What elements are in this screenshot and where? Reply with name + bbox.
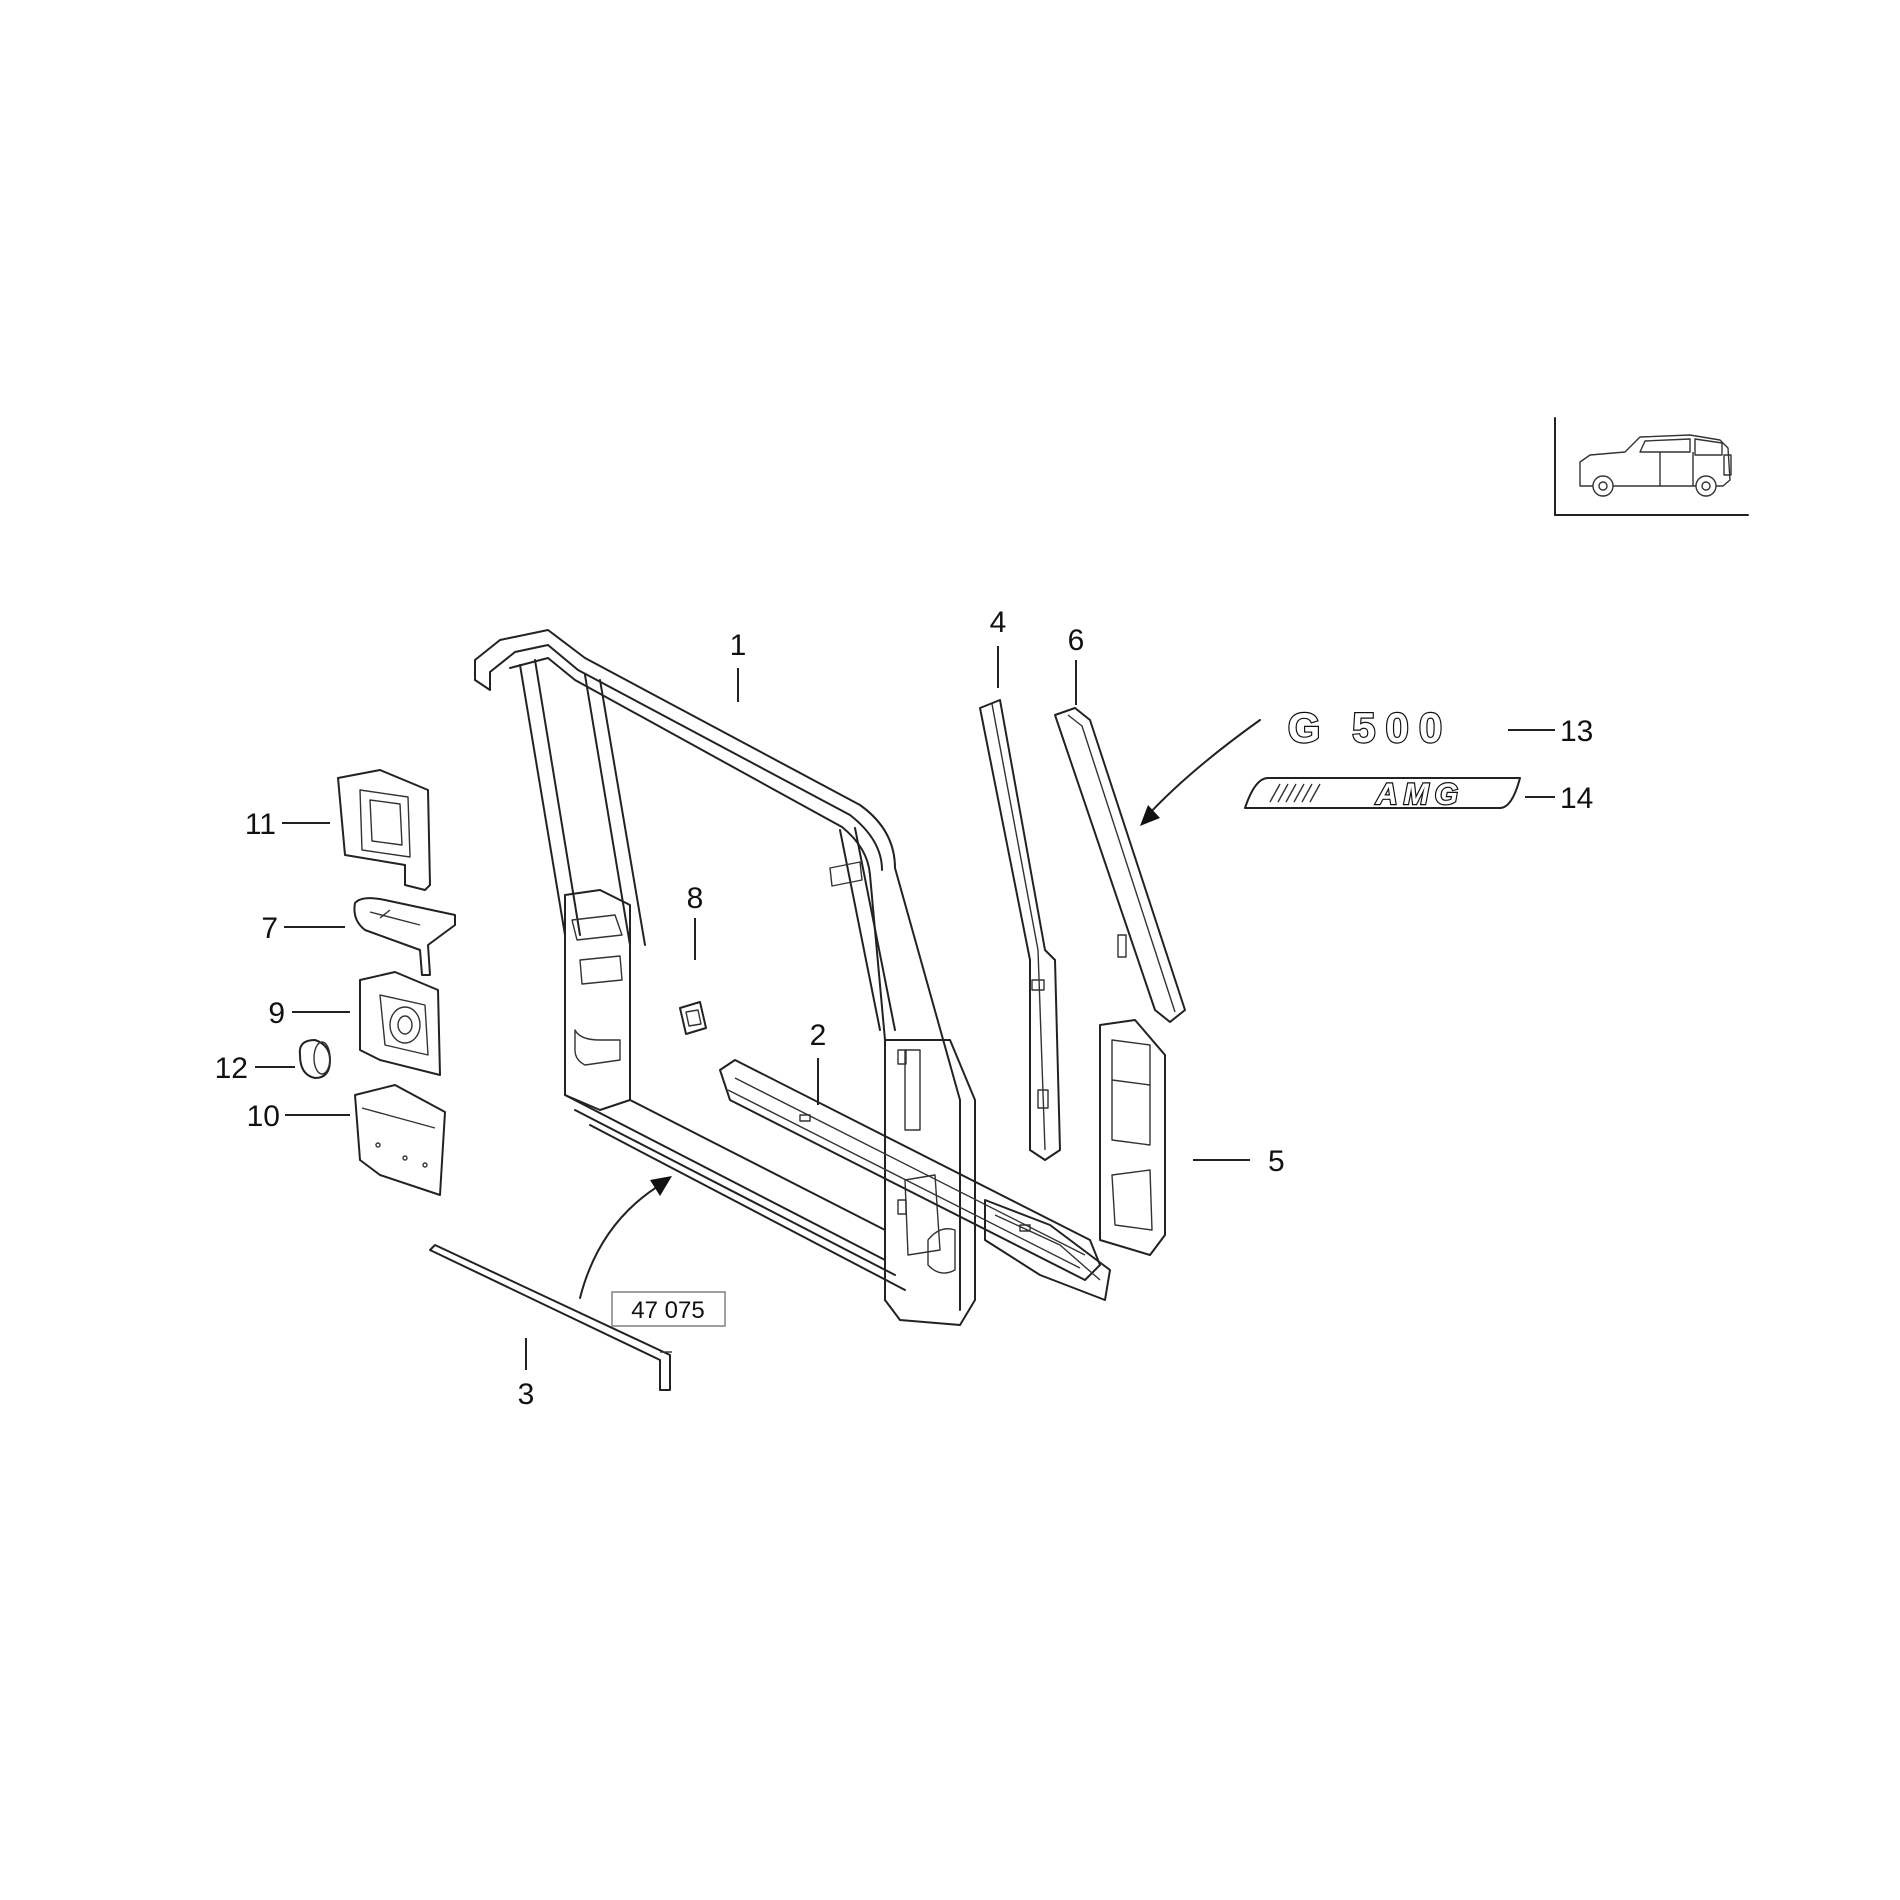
side-frame-part-1: [474, 629, 976, 1326]
callout-13: 13: [1560, 715, 1593, 748]
callout-14: 14: [1560, 782, 1593, 815]
reference-number: 47 075: [631, 1297, 704, 1324]
panel-part-10: [354, 1084, 446, 1196]
quarter-panel-part-5: [1099, 1019, 1166, 1256]
inner-sill-part-2: [719, 1059, 1101, 1281]
callout-10: 10: [247, 1100, 280, 1133]
callout-7: 7: [261, 912, 278, 945]
leader-lines: [255, 646, 1555, 1370]
callout-2: 2: [810, 1019, 827, 1052]
callout-6: 6: [1068, 624, 1085, 657]
cap-part-12: [298, 1039, 331, 1079]
rear-pillar-trim-part-6: [1054, 707, 1186, 1023]
bracket-part-7: [353, 897, 456, 976]
reference-box: 47 075: [611, 1291, 726, 1327]
callout-11: 11: [245, 808, 276, 841]
rocker-extension: [984, 1199, 1111, 1301]
bracket-part-11: [337, 769, 431, 891]
arrow-to-sill: [579, 1176, 672, 1299]
amg-stripes: [1269, 783, 1321, 803]
tube-part-3: [429, 1244, 672, 1391]
callout-5: 5: [1268, 1145, 1285, 1178]
g500-badge: G 500: [1287, 703, 1452, 752]
vehicle-thumbnail: [1554, 417, 1749, 516]
amg-badge: AMG: [1244, 777, 1521, 812]
arrow-to-pillar: [1140, 719, 1261, 826]
bracket-part-8: [679, 1001, 707, 1035]
callout-labels: 1 2 3 4 5 6 7 8 9 10 11 12 13 14: [215, 606, 1594, 1411]
callout-9: 9: [268, 997, 285, 1030]
model-badge-text: G 500: [1288, 704, 1452, 751]
callout-3: 3: [518, 1378, 535, 1411]
pillar-strip-part-4: [979, 699, 1061, 1161]
suv-side-view-icon: [1579, 434, 1732, 497]
plate-part-9: [359, 971, 441, 1076]
callout-4: 4: [990, 606, 1007, 639]
callout-1: 1: [730, 629, 747, 662]
callout-8: 8: [687, 882, 704, 915]
brand-badge-text: AMG: [1375, 778, 1464, 811]
callout-12: 12: [215, 1052, 248, 1085]
